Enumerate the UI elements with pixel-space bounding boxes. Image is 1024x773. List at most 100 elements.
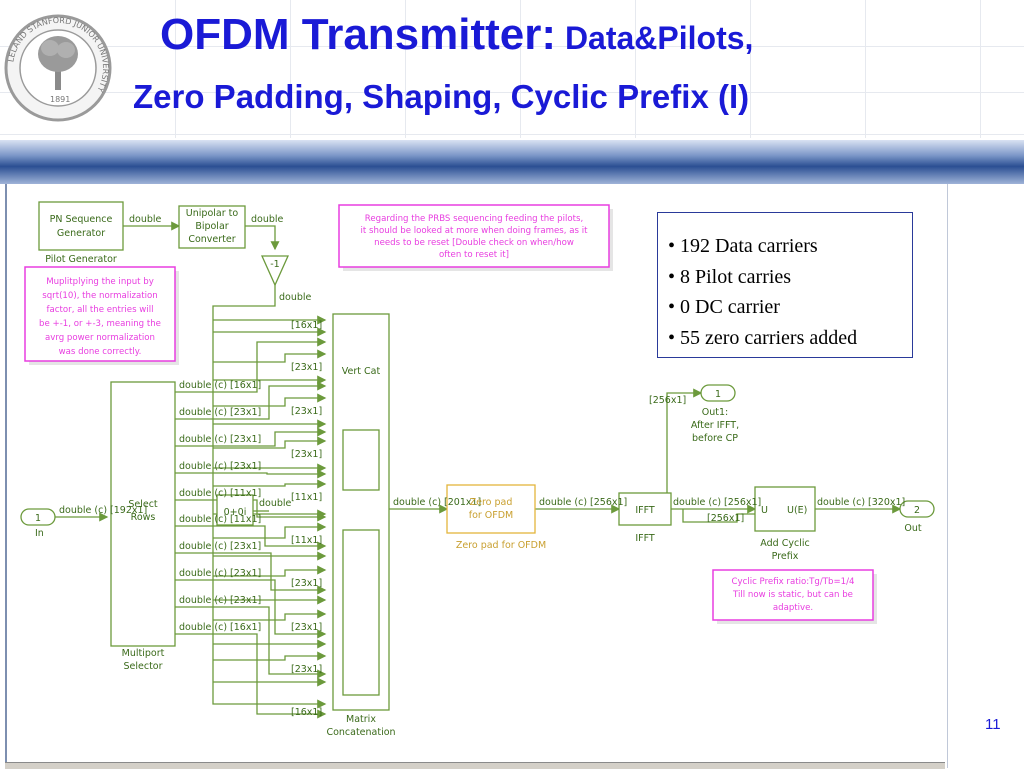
cp-note bbox=[712, 569, 874, 621]
pn-out-label: double bbox=[129, 214, 162, 225]
cp-caption-2: Prefix bbox=[772, 551, 799, 562]
in-port-num: 1 bbox=[35, 513, 41, 524]
cp-note-line-0: Cyclic Prefix ratio:Tg/Tb=1/4 bbox=[732, 577, 855, 587]
concat-caption-1: Matrix bbox=[346, 714, 376, 725]
unipolar-to-bipolar-block[interactable] bbox=[178, 205, 246, 249]
prbs-note-line-2: needs to be reset [Double check on when/… bbox=[374, 238, 574, 248]
gain-label: -1 bbox=[270, 259, 279, 270]
selector-caption-1: Multiport bbox=[122, 648, 165, 659]
sel-out-5: double (c) [11x1] bbox=[179, 514, 261, 525]
info-line-pilot-carriers: • 8 Pilot carries bbox=[668, 265, 792, 288]
out1-line3: before CP bbox=[692, 433, 738, 444]
prbs-note-line-3: often to reset it] bbox=[439, 250, 509, 260]
carrier-summary-box: • 192 Data carriers • 8 Pilot carries • … bbox=[657, 212, 913, 358]
cp-in-label: U bbox=[761, 505, 768, 516]
mult-note-line-1: sqrt(10), the normalization bbox=[42, 291, 158, 301]
out1-num: 1 bbox=[715, 389, 721, 400]
ifft-label: IFFT bbox=[635, 505, 655, 516]
pn-sequence-generator-block[interactable] bbox=[38, 201, 124, 251]
slide-header: LELAND STANFORD JUNIOR UNIVERSITY 1891 O… bbox=[0, 0, 1024, 138]
mult-note-line-0: Muplitplying the input by bbox=[46, 277, 154, 287]
svg-text:1891: 1891 bbox=[50, 95, 70, 104]
cat-in-2: [23x1] bbox=[291, 406, 322, 417]
prbs-note-line-0: Regarding the PRBS sequencing feeding th… bbox=[365, 214, 584, 224]
stanford-seal-logo: LELAND STANFORD JUNIOR UNIVERSITY 1891 bbox=[4, 14, 112, 122]
prbs-note-line-1: it should be looked at more when doing f… bbox=[361, 226, 589, 236]
constant-block[interactable] bbox=[216, 494, 254, 526]
ifft-branch2-label: [256x1] bbox=[707, 513, 744, 524]
status-bar bbox=[5, 762, 945, 769]
cp-note-line-1: Till now is static, but can be bbox=[732, 590, 853, 600]
vert-cat-label: Vert Cat bbox=[342, 366, 381, 377]
cat-in-3: [23x1] bbox=[291, 449, 322, 460]
gain-block[interactable] bbox=[260, 255, 290, 287]
zeropad-label-1: Zero pad bbox=[470, 497, 513, 508]
sel-out-3: double (c) [23x1] bbox=[179, 461, 261, 472]
cat-in-0: [16x1] bbox=[291, 320, 322, 331]
info-line-dc-carrier: • 0 DC carrier bbox=[668, 296, 780, 318]
out1-line2: After IFFT, bbox=[691, 420, 739, 431]
slide-margin bbox=[948, 184, 1024, 768]
zeropad-caption: Zero pad for OFDM bbox=[456, 540, 546, 551]
concat-caption-2: Concatenation bbox=[326, 727, 395, 738]
zeropad-out-label: double (c) [256x1] bbox=[539, 497, 627, 508]
unipolar-label-3: Converter bbox=[188, 234, 235, 245]
out2-name: Out bbox=[904, 523, 921, 534]
mult-note-line-5: was done correctly. bbox=[59, 347, 142, 357]
prbs-note bbox=[338, 204, 610, 268]
in-port-name: In bbox=[35, 528, 44, 539]
ifft-branch-label: [256x1] bbox=[649, 395, 686, 406]
cat-in-9: [16x1] bbox=[291, 707, 322, 718]
cat-in-4: [11x1] bbox=[291, 492, 322, 503]
constant-out-label: double bbox=[259, 498, 292, 509]
pn-caption: Pilot Generator bbox=[45, 254, 117, 265]
ifft-caption: IFFT bbox=[635, 533, 655, 544]
cp-out-port-label: U(E) bbox=[787, 505, 807, 516]
sel-out-6: double (c) [23x1] bbox=[179, 541, 261, 552]
slide-number: 11 bbox=[985, 716, 1001, 733]
slide-title: OFDM Transmitter: Data&Pilots, bbox=[160, 10, 1020, 60]
cat-in-8: [23x1] bbox=[291, 664, 322, 675]
out1-port[interactable] bbox=[700, 384, 736, 402]
cp-note-line-2: adaptive. bbox=[773, 603, 813, 613]
sel-out-9: double (c) [16x1] bbox=[179, 622, 261, 633]
block-diagram: PN Sequence Generator Pilot Generator do… bbox=[20, 201, 935, 738]
header-band bbox=[0, 140, 1024, 184]
mult-note-line-2: factor, all the entries will bbox=[47, 305, 154, 315]
sel-out-0: double (c) [16x1] bbox=[179, 380, 261, 391]
selector-label-2: Rows bbox=[131, 512, 156, 523]
sel-out-2: double (c) [23x1] bbox=[179, 434, 261, 445]
sel-out-4: double (c) [11x1] bbox=[179, 488, 261, 499]
sel-out-8: double (c) [23x1] bbox=[179, 595, 261, 606]
info-line-zero-carriers: • 55 zero carriers added bbox=[668, 326, 858, 349]
sel-out-1: double (c) [23x1] bbox=[179, 407, 261, 418]
in-port[interactable] bbox=[20, 508, 56, 526]
title-main: OFDM Transmitter: bbox=[160, 10, 557, 59]
selector-label-1: Select bbox=[128, 499, 158, 510]
multiport-selector-block[interactable] bbox=[110, 381, 176, 647]
selector-caption-2: Selector bbox=[123, 661, 162, 672]
ifft-out-label: double (c) [256x1] bbox=[673, 497, 761, 508]
unipolar-label-2: Bipolar bbox=[195, 221, 228, 232]
zero-pad-block[interactable] bbox=[446, 484, 536, 534]
cat-in-5: [11x1] bbox=[291, 535, 322, 546]
slide-title-line2: Zero Padding, Shaping, Cyclic Prefix (I) bbox=[133, 78, 750, 115]
sel-out-7: double (c) [23x1] bbox=[179, 568, 261, 579]
mult-note-line-3: be +-1, or +-3, meaning the bbox=[39, 319, 161, 329]
add-cyclic-prefix-block[interactable] bbox=[754, 486, 816, 532]
out2-port[interactable] bbox=[899, 500, 935, 518]
mult-note-line-4: avrg power normalization bbox=[45, 333, 155, 343]
cat-in-7: [23x1] bbox=[291, 622, 322, 633]
cp-caption-1: Add Cyclic bbox=[760, 538, 809, 549]
in-signal-label: double (c) [192x1] bbox=[59, 505, 147, 516]
unipolar-out-label: double bbox=[251, 214, 284, 225]
cp-out-label: double (c) [320x1] bbox=[817, 497, 905, 508]
ifft-block[interactable] bbox=[618, 492, 672, 526]
zeropad-label-2: for OFDM bbox=[469, 510, 514, 521]
simulink-canvas: PN Sequence Generator Pilot Generator do… bbox=[5, 184, 949, 768]
pn-label-1: PN Sequence bbox=[50, 214, 113, 225]
out1-name: Out1: bbox=[702, 407, 728, 418]
unipolar-label-1: Unipolar to bbox=[186, 208, 239, 219]
normalization-note bbox=[24, 266, 176, 362]
pn-label-2: Generator bbox=[57, 228, 105, 239]
